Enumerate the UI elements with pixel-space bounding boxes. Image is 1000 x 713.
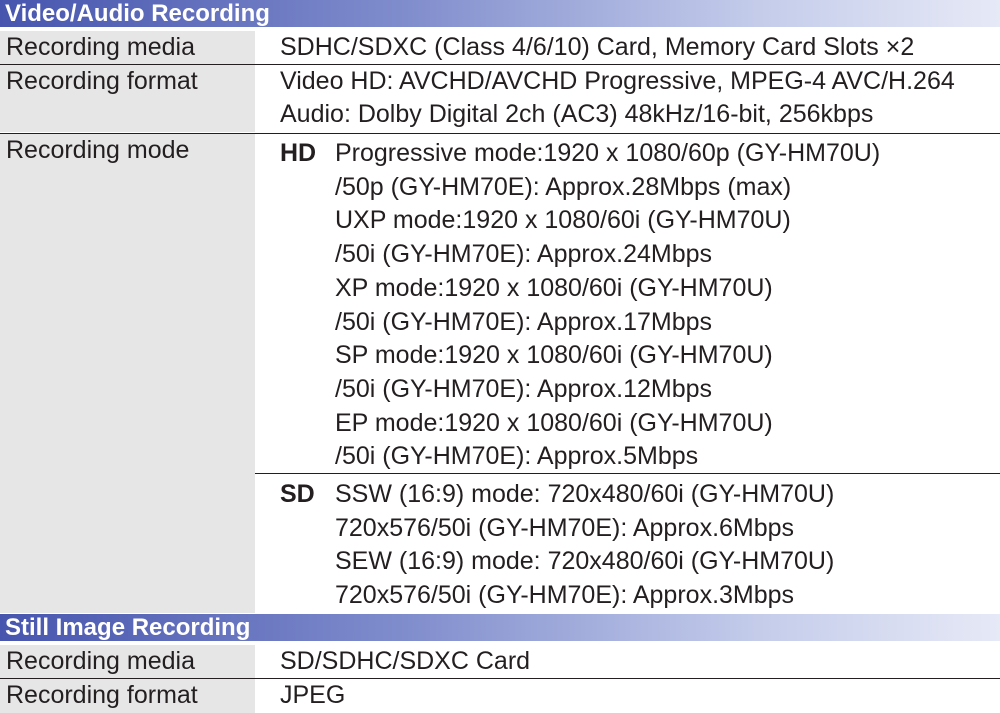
row-divider [0, 678, 1000, 679]
spec-value: SDHC/SDXC (Class 4/6/10) Card, Memory Ca… [280, 33, 915, 61]
hd-mode-block: HD Progressive mode:1920 x 1080/60p (GY-… [255, 137, 1000, 473]
mode-line: /50i (GY-HM70E): Approx.17Mbps [335, 307, 713, 336]
spec-row-recording-mode: Recording mode [0, 134, 1000, 613]
spec-value: JPEG [280, 681, 346, 709]
section-header-still-image: Still Image Recording [0, 614, 1000, 641]
spec-label: Recording media [0, 31, 255, 64]
mode-line: /50i (GY-HM70E): Approx.5Mbps [335, 442, 699, 471]
mode-line: UXP mode:1920 x 1080/60i (GY-HM70U) [335, 206, 791, 235]
row-divider [0, 133, 1000, 134]
mode-line: SP mode:1920 x 1080/60i (GY-HM70U) [335, 341, 773, 370]
hd-tag: HD [280, 139, 317, 167]
hd-mode-lines: Progressive mode:1920 x 1080/60p (GY-HM7… [335, 137, 880, 474]
spec-value: Video HD: AVCHD/AVCHD Progressive, MPEG-… [255, 65, 1000, 132]
spec-label: Recording media [0, 645, 255, 678]
spec-value-line: Video HD: AVCHD/AVCHD Progressive, MPEG-… [280, 67, 955, 95]
spec-label: Recording format [0, 679, 255, 713]
spec-row-recording-media: Recording media SDHC/SDXC (Class 4/6/10)… [0, 31, 1000, 64]
sd-tag: SD [280, 480, 315, 508]
mode-line: Progressive mode:1920 x 1080/60p (GY-HM7… [335, 139, 881, 167]
mode-line: 720x576/50i (GY-HM70E): Approx.6Mbps [335, 513, 795, 542]
spec-row-recording-format: Recording format Video HD: AVCHD/AVCHD P… [0, 65, 1000, 132]
mode-line: XP mode:1920 x 1080/60i (GY-HM70U) [335, 273, 773, 302]
mode-line: /50i (GY-HM70E): Approx.12Mbps [335, 374, 713, 403]
mode-line: EP mode:1920 x 1080/60i (GY-HM70U) [335, 408, 773, 437]
sd-mode-block: SD SSW (16:9) mode: 720x480/60i (GY-HM70… [255, 478, 1000, 612]
mode-line: SSW (16:9) mode: 720x480/60i (GY-HM70U) [335, 480, 835, 508]
spec-value-line: Audio: Dolby Digital 2ch (AC3) 48kHz/16-… [280, 100, 874, 128]
spec-row-still-recording-format: Recording format JPEG [0, 679, 1000, 713]
spec-label: Recording mode [0, 134, 255, 613]
mode-divider [255, 473, 1000, 474]
spec-label: Recording format [0, 65, 255, 132]
sd-mode-lines: SSW (16:9) mode: 720x480/60i (GY-HM70U) … [335, 478, 834, 613]
mode-line: 720x576/50i (GY-HM70E): Approx.3Mbps [335, 581, 795, 610]
mode-line: /50p (GY-HM70E): Approx.28Mbps (max) [335, 172, 792, 201]
spec-value: SD/SDHC/SDXC Card [280, 647, 531, 675]
section-header-video-audio: Video/Audio Recording [0, 0, 1000, 27]
mode-line: /50i (GY-HM70E): Approx.24Mbps [335, 240, 713, 269]
spec-row-still-recording-media: Recording media SD/SDHC/SDXC Card [0, 645, 1000, 678]
row-divider [0, 64, 1000, 65]
mode-line: SEW (16:9) mode: 720x480/60i (GY-HM70U) [335, 547, 835, 576]
